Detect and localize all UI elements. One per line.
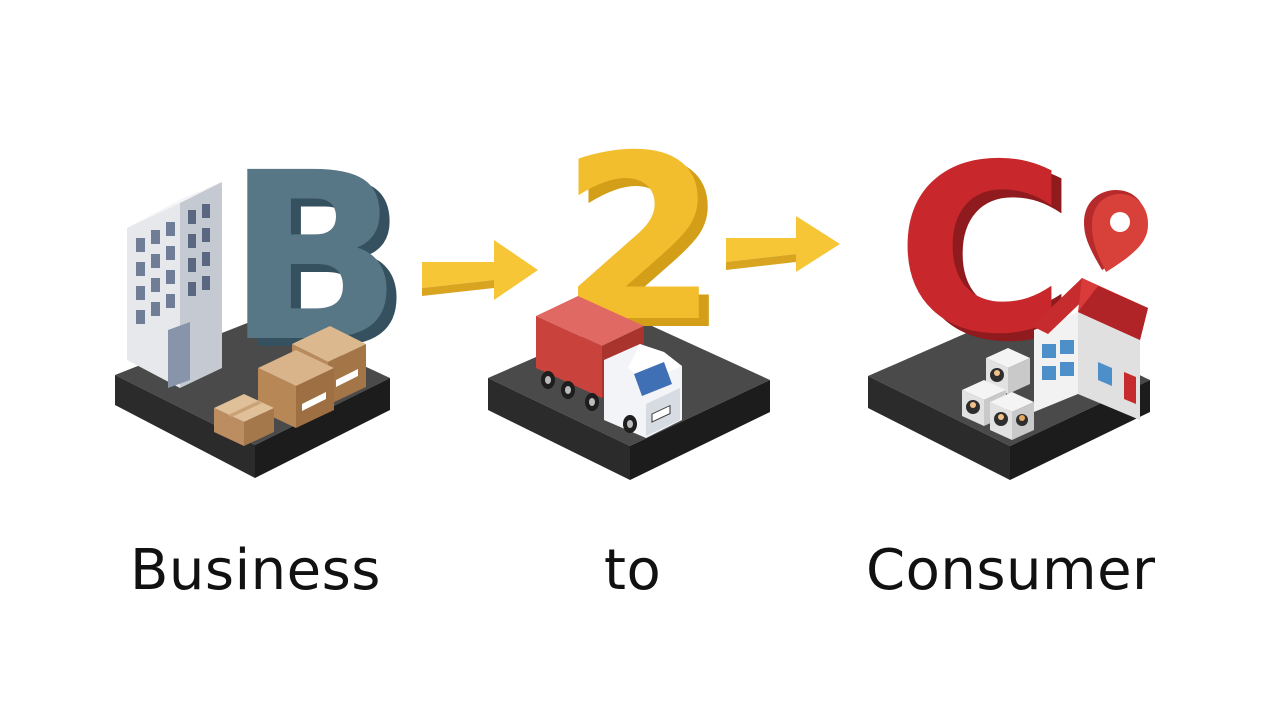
delivery-truck-icon <box>536 296 682 438</box>
house-icon <box>1032 278 1148 420</box>
consumer-cube-icon <box>962 348 1034 440</box>
arrow-right-icon <box>422 240 538 300</box>
letter-b: B B <box>226 123 413 401</box>
arrow-right-icon <box>726 216 840 272</box>
business-panel: B B <box>115 123 413 478</box>
caption-consumer: Consumer <box>866 538 1156 603</box>
to-panel: 2 2 <box>488 106 770 480</box>
cardboard-box-icon <box>214 326 366 446</box>
location-pin-icon <box>1084 190 1148 272</box>
caption-business: Business <box>130 538 381 603</box>
consumer-panel: C C <box>868 115 1150 480</box>
office-building-icon <box>127 182 222 388</box>
caption-to: to <box>604 538 662 603</box>
